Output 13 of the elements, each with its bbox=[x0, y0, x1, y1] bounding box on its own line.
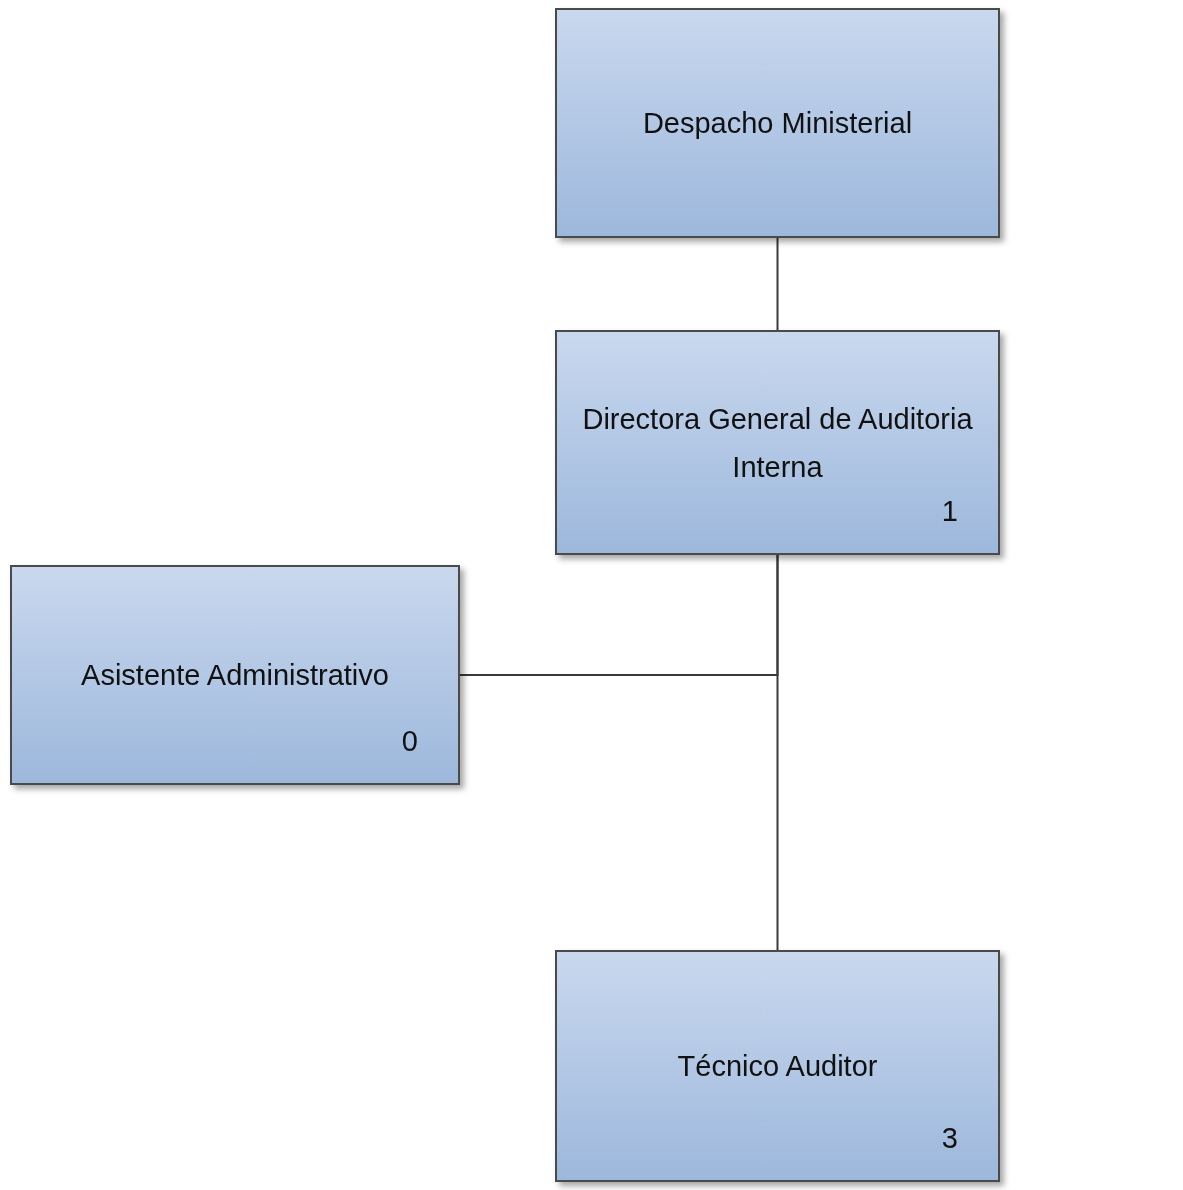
role-title: Técnico Auditor bbox=[677, 1049, 878, 1084]
role-title: Despacho Ministerial bbox=[642, 106, 913, 141]
staff-count: 3 bbox=[941, 1120, 958, 1156]
org-box bbox=[10, 565, 460, 785]
org-box bbox=[555, 8, 1000, 238]
role-title: Asistente Administrativo bbox=[81, 658, 389, 693]
connector-line bbox=[459, 554, 779, 676]
org-box bbox=[555, 330, 1000, 555]
staff-count: 0 bbox=[401, 723, 418, 759]
org-box bbox=[555, 950, 1000, 1182]
connector-line bbox=[776, 237, 779, 331]
staff-count: 1 bbox=[941, 493, 958, 529]
role-title: Directora General de Auditoria Interna bbox=[581, 401, 974, 485]
